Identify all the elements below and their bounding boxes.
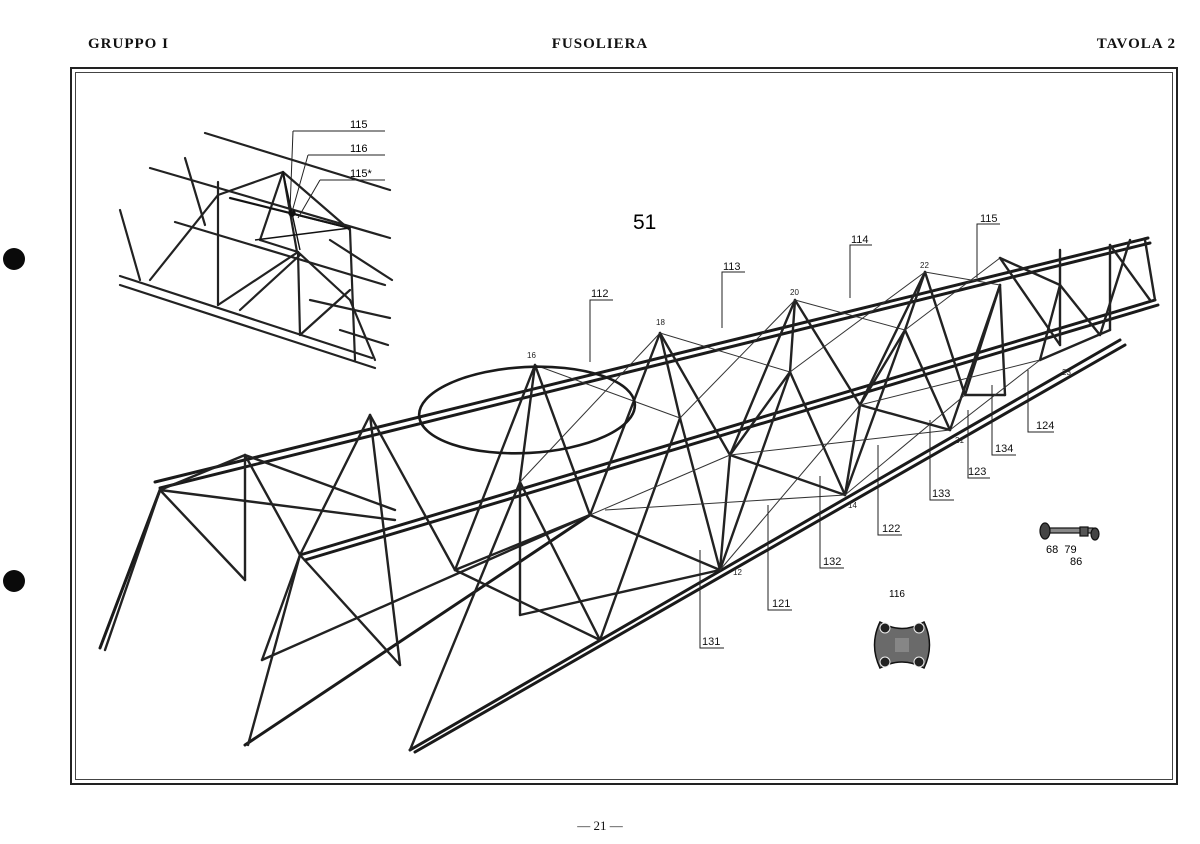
part-callout-leaders — [589, 223, 1054, 649]
inset-callout-116: 116 — [350, 143, 368, 155]
header-title: FUSOLIERA — [551, 36, 649, 52]
part-callouts: 112 113 114 115 121 122 123 124 131 132 … — [591, 213, 1054, 648]
callout-122: 122 — [882, 523, 900, 535]
inset-callout-115-star: 115* — [350, 168, 373, 180]
fuselage-longerons — [98, 236, 1160, 754]
header-plate: TAVOLA 2 — [1096, 36, 1176, 52]
callout-132: 132 — [823, 556, 841, 568]
page-number: — 21 — — [577, 818, 623, 833]
cockpit-opening — [417, 365, 637, 455]
station-23: 23 — [1062, 368, 1071, 377]
station-numbers: 12 14 16 18 20 21 22 23 — [527, 261, 1071, 577]
inset-callout-115: 115 — [350, 119, 368, 131]
station-18: 18 — [656, 318, 665, 327]
figure-number: 51 — [633, 211, 656, 234]
callout-124: 124 — [1036, 420, 1054, 432]
callout-115: 115 — [980, 213, 998, 225]
fuselage-bays — [103, 238, 1157, 752]
station-16: 16 — [527, 351, 536, 360]
inset-bracing-wires — [229, 171, 351, 251]
station-14: 14 — [848, 501, 857, 510]
callout-133: 133 — [932, 488, 950, 500]
station-12: 12 — [733, 568, 742, 577]
inset-truss-detail — [118, 131, 394, 370]
header-group: GRUPPO I — [88, 36, 169, 52]
drawing-frame — [70, 67, 1178, 785]
callout-112: 112 — [591, 288, 609, 300]
callout-121: 121 — [772, 598, 790, 610]
callout-123: 123 — [968, 466, 986, 478]
binder-hole-bottom — [3, 570, 25, 592]
callout-114: 114 — [851, 234, 869, 246]
binder-hole-top — [3, 248, 25, 270]
bolt-detail-label-1: 68 79 — [1046, 544, 1077, 556]
fuselage-wire-bracing — [519, 257, 1041, 571]
bolt-detail — [1039, 522, 1100, 541]
station-22: 22 — [920, 261, 929, 270]
callout-131: 131 — [702, 636, 720, 648]
inset-callout-leaders — [289, 130, 385, 219]
station-20: 20 — [790, 288, 799, 297]
station-21: 21 — [955, 436, 964, 445]
callout-113: 113 — [723, 261, 741, 273]
callout-134: 134 — [995, 443, 1013, 455]
cross-fitting — [873, 620, 931, 670]
bolt-detail-label-2: 86 — [1070, 556, 1082, 568]
detail-fitting-label: 116 — [889, 589, 905, 600]
